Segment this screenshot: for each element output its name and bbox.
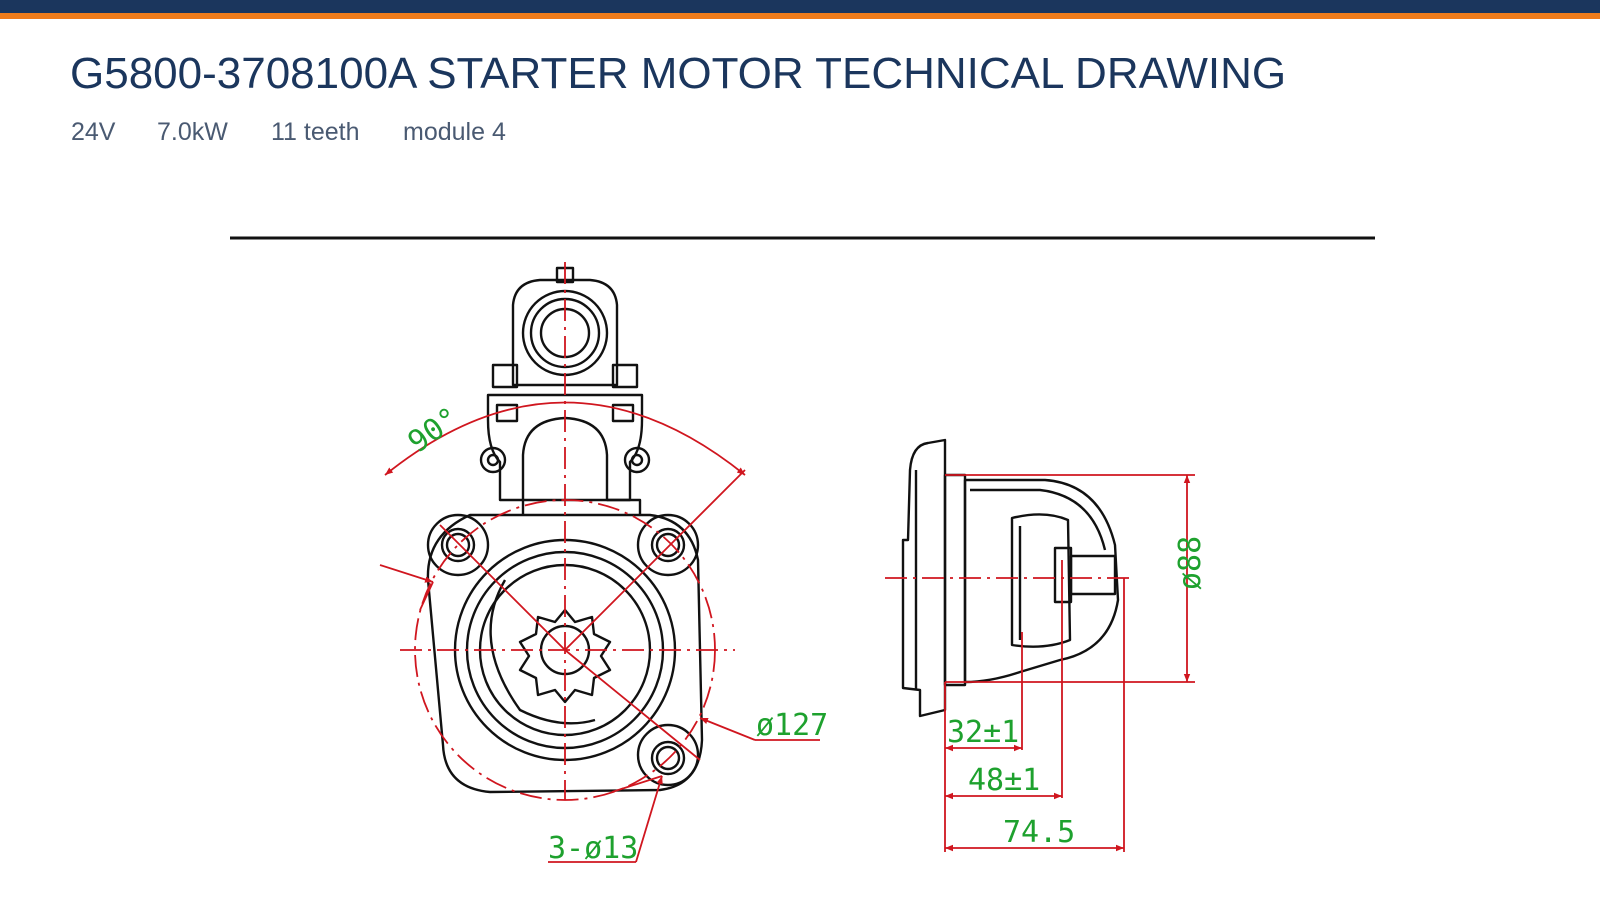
diameter-127-leader xyxy=(699,717,756,741)
flange-lobe-bottom xyxy=(636,723,700,787)
left-leader xyxy=(379,564,434,583)
dim-48-label: 48±1 xyxy=(968,763,1040,798)
angle-dimension-arc xyxy=(384,401,746,476)
spec-power: 7.0kW xyxy=(157,118,228,146)
header-bar-orange xyxy=(0,13,1600,19)
side-nose-housing xyxy=(963,478,1120,684)
radial-line-right xyxy=(564,469,746,651)
dim-745-label: 74.5 xyxy=(1003,815,1075,850)
pinion-gear xyxy=(518,608,612,704)
side-view-dimensions xyxy=(885,474,1195,852)
mounting-hole-right-inner xyxy=(655,532,681,558)
header-bar-navy xyxy=(0,0,1600,13)
left-leader-tick xyxy=(419,581,434,611)
holes-leader-tick xyxy=(611,775,663,793)
terminal-nut-right xyxy=(611,363,639,389)
spec-teeth: 11 teeth xyxy=(271,118,360,146)
mounting-hole-right xyxy=(650,527,686,563)
flange-lobe-left xyxy=(426,513,490,577)
spec-voltage: 24V xyxy=(71,118,116,146)
side-flange-plate xyxy=(901,438,947,718)
solenoid-terminal-housing xyxy=(511,278,619,387)
bracket-bolt-right-center xyxy=(630,453,644,467)
holes-leader xyxy=(635,775,663,863)
spec-module: module 4 xyxy=(403,118,506,146)
side-pinion-shaft xyxy=(1069,554,1117,596)
terminal-nut-left xyxy=(491,363,519,389)
nose-opening xyxy=(489,579,596,725)
side-pinion-drive xyxy=(1010,513,1072,648)
mounting-hole-left xyxy=(440,527,476,563)
page-title: G5800-3708100A STARTER MOTOR TECHNICAL D… xyxy=(70,49,1287,98)
side-pilot-ring xyxy=(943,473,967,687)
solenoid-bracket xyxy=(486,393,644,502)
mounting-hole-bottom xyxy=(650,740,686,776)
radial-line-bottom xyxy=(564,649,701,761)
holes-label: 3-ø13 xyxy=(548,831,638,866)
side-nose-inner-line xyxy=(970,488,1107,551)
flange-lobe-right xyxy=(636,513,700,577)
dim-32-label: 32±1 xyxy=(947,715,1019,750)
angle-label: 90° xyxy=(402,401,466,461)
radial-line-left xyxy=(439,524,566,651)
mounting-hole-bottom-inner xyxy=(655,745,681,771)
front-view-dimensions xyxy=(379,262,820,863)
bolt-circle xyxy=(414,499,716,801)
diameter-88-label: ø88 xyxy=(1173,536,1208,590)
mounting-hole-left-inner xyxy=(445,532,471,558)
diameter-127-label: ø127 xyxy=(756,708,828,743)
bracket-bolt-left-center xyxy=(486,453,500,467)
